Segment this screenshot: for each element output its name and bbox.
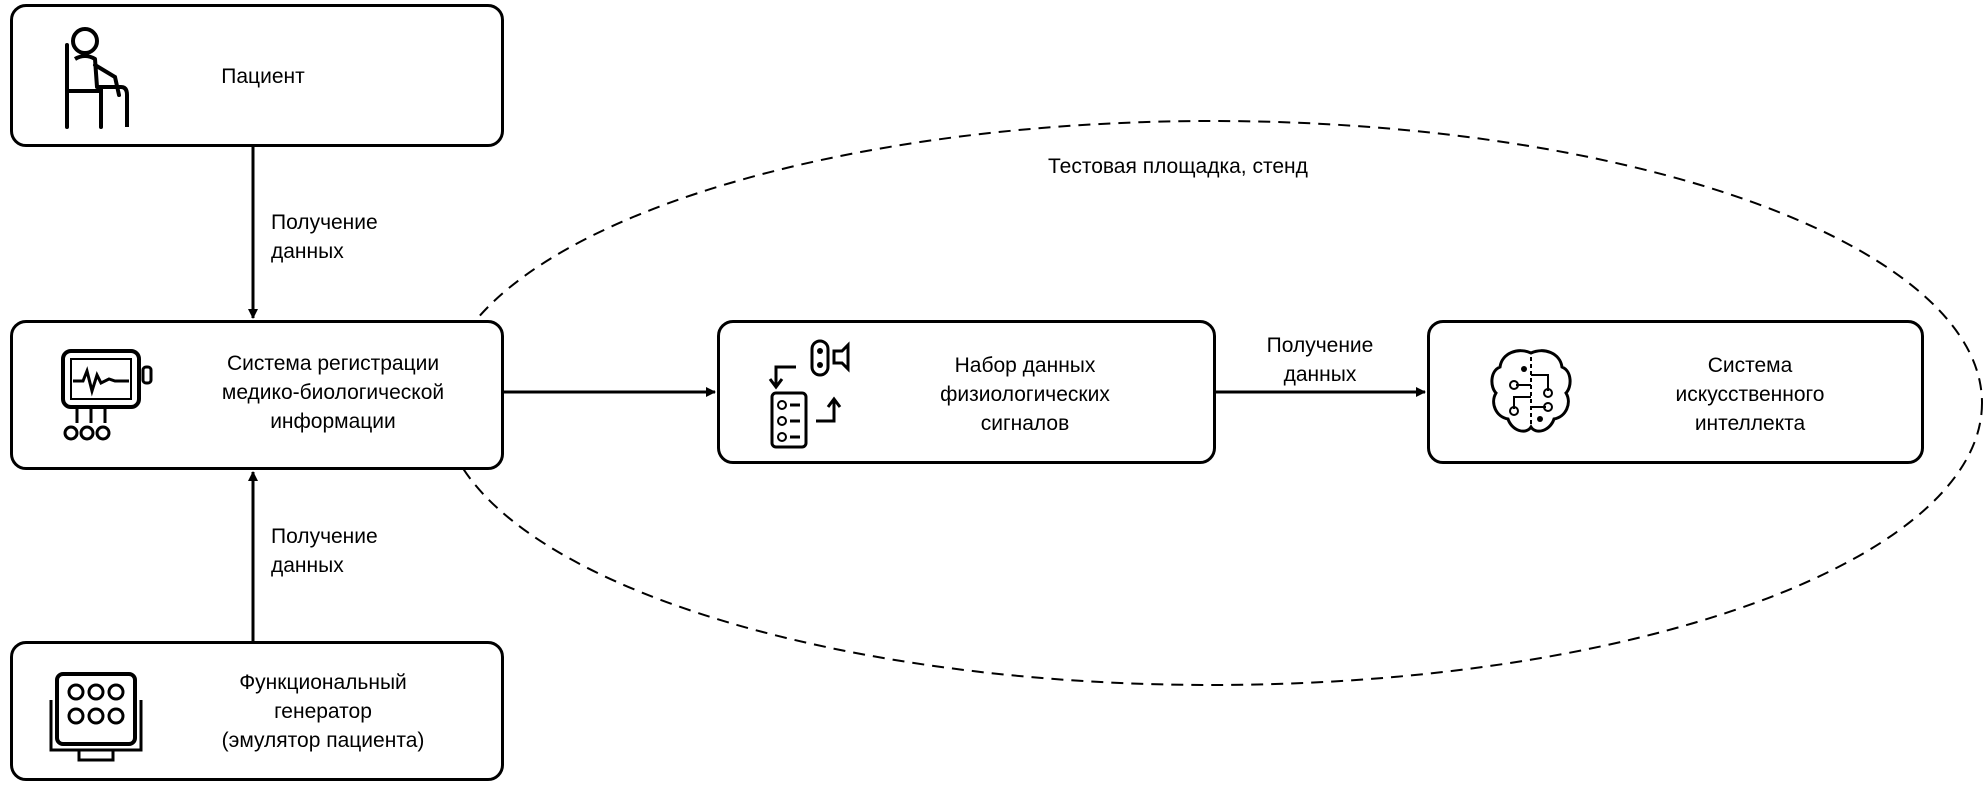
node-patient-label: Пациент xyxy=(221,65,305,88)
node-patient: Пациент xyxy=(10,4,504,147)
generator-panel-icon xyxy=(49,672,143,762)
edge-label-dataset-to-ai: Получение данных xyxy=(1266,334,1374,386)
node-registration: Система регистрации медико-биологической… xyxy=(10,320,504,470)
edge-label-patient-to-registration: Получение данных xyxy=(271,211,378,263)
region-label: Тестовая площадка, стенд xyxy=(1048,155,1308,178)
node-registration-label: Система регистрации медико-биологической… xyxy=(221,352,445,433)
edge-label-generator-to-registration: Получение данных xyxy=(271,525,378,577)
node-dataset-label: Набор данных физиологических сигналов xyxy=(940,354,1110,435)
seated-person-icon xyxy=(65,27,129,129)
ai-brain-icon xyxy=(1490,349,1572,433)
node-generator: Функциональный генератор (эмулятор пацие… xyxy=(10,641,504,781)
node-generator-label: Функциональный генератор (эмулятор пацие… xyxy=(221,671,425,752)
patient-monitor-icon xyxy=(61,349,153,441)
node-ai-label: Система искусственного интеллекта xyxy=(1675,354,1825,435)
node-ai: Система искусственного интеллекта xyxy=(1427,320,1924,464)
node-dataset: Набор данных физиологических сигналов xyxy=(717,320,1216,464)
data-transfer-icon xyxy=(768,339,850,449)
